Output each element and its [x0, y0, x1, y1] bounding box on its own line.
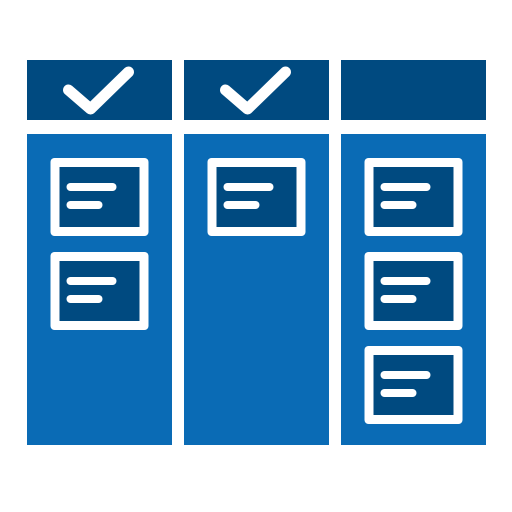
checkmark-icon	[220, 66, 291, 115]
task-card-inner	[216, 167, 297, 227]
task-card-inner	[373, 355, 454, 415]
task-card-inner	[373, 261, 454, 321]
column-3-header	[341, 60, 486, 120]
checkmark-icon	[63, 66, 134, 115]
task-card	[207, 158, 306, 236]
column-2	[184, 60, 329, 445]
task-card	[50, 158, 149, 236]
task-card-inner	[59, 167, 140, 227]
task-card-inner	[373, 167, 454, 227]
task-card	[364, 346, 463, 424]
task-card	[364, 158, 463, 236]
column-3	[341, 60, 486, 445]
column-1	[27, 60, 172, 445]
column-2-header	[184, 60, 329, 120]
task-card	[364, 252, 463, 330]
column-1-header	[27, 60, 172, 120]
task-card-inner	[59, 261, 140, 321]
task-card	[50, 252, 149, 330]
